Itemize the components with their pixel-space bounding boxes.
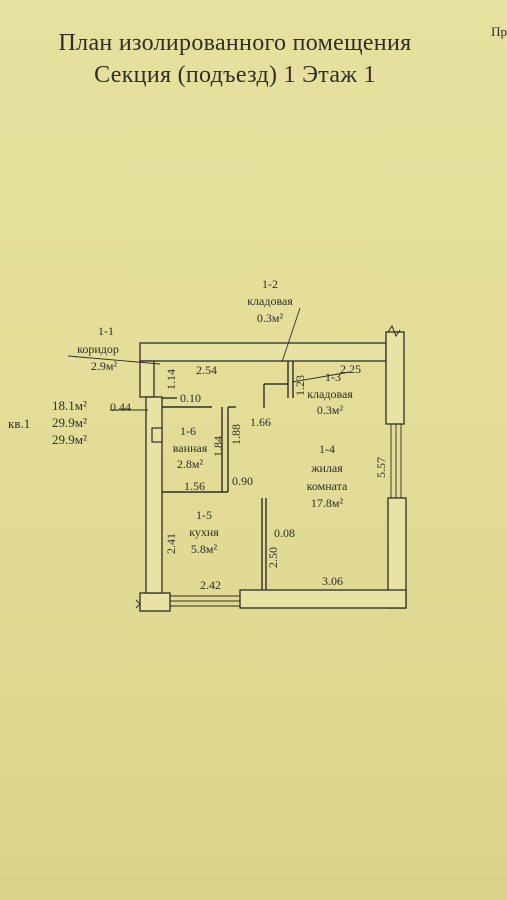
wall-bottom-right xyxy=(239,589,407,609)
kitchen-area: 5.8м² xyxy=(191,542,218,556)
dim-184: 1.84 xyxy=(211,436,225,457)
dim-242: 2.42 xyxy=(200,578,221,592)
corridor-name: коридор xyxy=(77,342,119,356)
dim-225: 2.25 xyxy=(340,362,361,376)
bathroom-name: ванная xyxy=(173,441,208,455)
storage-number: 1-3 xyxy=(325,370,341,384)
living-name-line2: комната xyxy=(307,479,348,493)
dim-044: 0.44 xyxy=(110,400,131,414)
dim-557: 5.57 xyxy=(374,457,388,478)
apartment-total-area-2: 29.9м² xyxy=(52,432,87,447)
dim-156: 1.56 xyxy=(184,479,205,493)
kitchen-name: кухня xyxy=(189,525,219,539)
wall-left-lower xyxy=(145,396,163,594)
leader-corridor xyxy=(67,355,161,365)
corner-text: Пр xyxy=(491,24,507,39)
apartment-total-area: 29.9м² xyxy=(52,415,87,430)
bathroom-number: 1-6 xyxy=(180,424,196,438)
break-symbol-bottom-left xyxy=(135,599,141,609)
apartment-living-area: 18.1м² xyxy=(52,398,87,413)
storage-top-number: 1-2 xyxy=(262,277,278,291)
corridor-area: 2.9м² xyxy=(91,359,118,373)
plan-subtitle: Секция (подъезд) 1 Этаж 1 xyxy=(94,62,376,88)
plan-title: План изолированного помещения xyxy=(58,30,412,56)
storage-top-name: кладовая xyxy=(247,294,293,308)
dim-166: 1.66 xyxy=(250,415,271,429)
dim-306: 3.06 xyxy=(322,574,343,588)
dim-254: 2.54 xyxy=(196,363,217,377)
apartment-label: кв.1 xyxy=(8,416,31,431)
living-name-line1: жилая xyxy=(310,461,343,475)
wall-left-upper xyxy=(139,360,155,398)
bathroom-area: 2.8м² xyxy=(177,457,204,471)
storage-area: 0.3м² xyxy=(317,403,344,417)
storage-top-area: 0.3м² xyxy=(257,311,284,325)
dim-114: 1.14 xyxy=(164,369,178,390)
dim-010: 0.10 xyxy=(180,391,201,405)
dim-123: 1.23 xyxy=(293,375,307,396)
kitchen-number: 1-5 xyxy=(196,508,212,522)
living-area: 17.8м² xyxy=(311,496,344,510)
living-number: 1-4 xyxy=(319,442,335,456)
corridor-number: 1-1 xyxy=(98,324,114,338)
dim-008: 0.08 xyxy=(274,526,295,540)
wall-top xyxy=(139,342,387,362)
break-symbol-top-right xyxy=(387,324,401,338)
wall-right-upper xyxy=(385,331,405,425)
leader-storage xyxy=(291,371,351,383)
dim-090: 0.90 xyxy=(232,474,253,488)
dim-250: 2.50 xyxy=(266,547,280,568)
wall-bottom-left xyxy=(139,592,171,612)
dim-188: 1.88 xyxy=(229,424,243,445)
dim-241: 2.41 xyxy=(164,533,178,554)
storage-name: кладовая xyxy=(307,387,353,401)
leader-storage-top xyxy=(281,307,301,363)
wall-notch-upper xyxy=(151,427,163,443)
